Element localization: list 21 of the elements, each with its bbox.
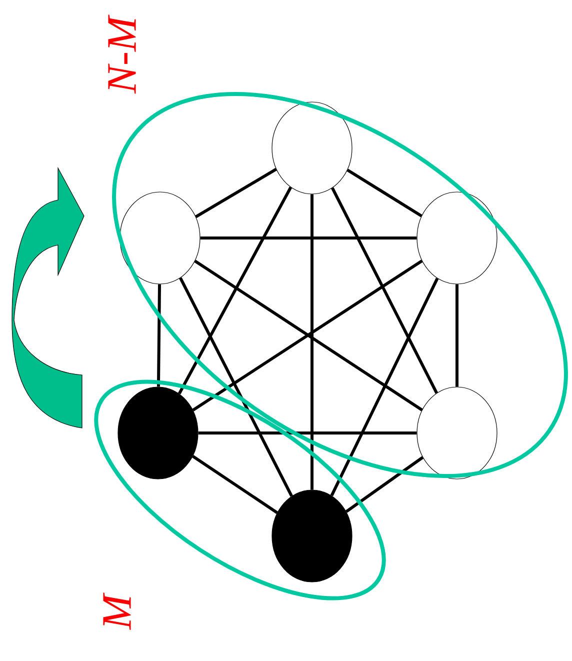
edge-line (345, 456, 424, 513)
edge-line (346, 168, 422, 218)
vertex-circle (120, 192, 200, 284)
vertex-circle (416, 386, 498, 480)
edge-line (330, 278, 439, 496)
group-label: M (103, 592, 131, 630)
edge-line (200, 236, 417, 240)
edge-line (331, 187, 438, 394)
vertex-circle (416, 192, 498, 284)
group-label: N-M (108, 14, 136, 94)
edge-line (310, 194, 314, 490)
edge-line (195, 168, 277, 218)
edge-line (192, 455, 278, 514)
edge-line (179, 277, 293, 497)
vertex-circle (118, 386, 198, 480)
edge-line (198, 432, 417, 434)
vertex-circle (272, 490, 352, 582)
edge-line (156, 284, 162, 387)
vertex-circle (272, 102, 352, 194)
edge-line (178, 186, 292, 394)
edge-line (456, 284, 458, 387)
